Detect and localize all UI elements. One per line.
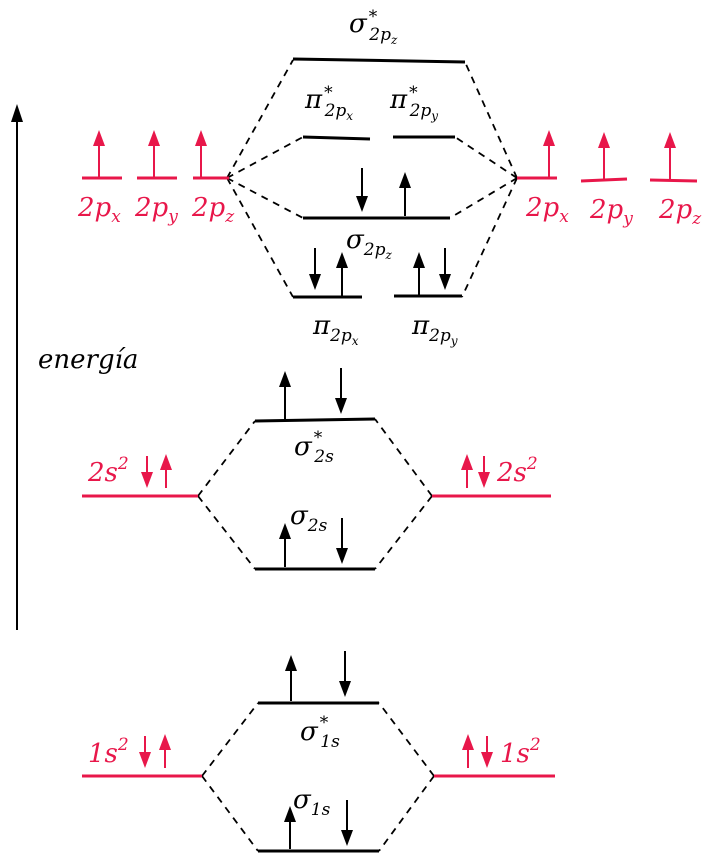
energy-axis: energía: [11, 104, 138, 630]
left-atom-labels: 2px 2py 2pz 2s2 1s2: [77, 193, 235, 769]
sigma-1s-electron-up-icon: [284, 806, 296, 822]
molecular-orbitals: [254, 57, 466, 853]
sigma-1s-star-electron-down-icon: [339, 681, 351, 697]
left-1s-label: 1s2: [88, 735, 129, 769]
left-2py-electron-up-icon: [148, 130, 160, 146]
left-2pz-electron-up-icon: [195, 130, 207, 146]
right-atom: [432, 130, 698, 778]
pi-2py-label: π2py: [411, 311, 458, 348]
right-2py-electron-up-icon: [598, 132, 610, 148]
left-2s-electron-down-icon: [141, 472, 153, 488]
right-2px-label: 2px: [525, 193, 569, 227]
right-2pz-electron-up-icon: [664, 132, 676, 148]
pi-2px-electron-down-icon: [309, 274, 321, 290]
left-2py-label: 2py: [134, 193, 178, 227]
sigma-2s-label: σ2s: [290, 501, 328, 536]
pi-2px-label: π2px: [312, 311, 359, 348]
sigma-1s-star-label: σ*1s: [300, 713, 340, 752]
sigma-2pz-label: σ2pz: [346, 225, 392, 262]
left-1s-electron-up-icon: [159, 734, 171, 750]
pi-2px-star-label: π*2px: [304, 83, 353, 123]
sigma-2s-star-electron-up-icon: [279, 371, 291, 387]
right-2s-electron-down-icon: [478, 472, 490, 488]
energy-axis-label: energía: [38, 345, 138, 375]
left-2px-electron-up-icon: [93, 130, 105, 146]
sigma-2pz-electron-up-icon: [399, 172, 411, 188]
left-atom: [82, 130, 229, 778]
pi-2py-star-label: π*2py: [389, 83, 438, 123]
right-2s-label: 2s2: [496, 454, 538, 488]
sigma-2s-star-electron-down-icon: [335, 398, 347, 414]
left-2s-electron-up-icon: [160, 454, 172, 470]
right-2s-electron-up-icon: [461, 454, 473, 470]
right-2px-electron-up-icon: [543, 130, 555, 146]
right-atom-labels: 2px 2py 2pz 2s2 1s2: [496, 193, 702, 769]
molecular-orbital-labels: σ*2pz π*2px π*2py σ2pz π2px π2py σ*2s σ2…: [290, 7, 458, 820]
pi-2px-star-level: [302, 135, 371, 141]
sigma-2s-star-level: [254, 417, 376, 423]
right-2pz-level: [649, 178, 698, 183]
connector-lines: [197, 59, 518, 852]
sigma-2pz-star-label: σ*2pz: [349, 7, 398, 47]
pi-2px-electron-up-icon: [336, 252, 348, 268]
sigma-1s-label: σ1s: [293, 785, 331, 820]
left-2px-label: 2px: [77, 193, 121, 227]
pi-2py-electron-down-icon: [439, 274, 451, 290]
right-2pz-label: 2pz: [658, 195, 702, 229]
sigma-2pz-electron-down-icon: [356, 196, 368, 212]
right-2py-label: 2py: [589, 195, 633, 229]
sigma-2s-star-label: σ*2s: [294, 428, 334, 467]
pi-2py-electron-up-icon: [413, 252, 425, 268]
right-1s-electron-up-icon: [462, 734, 474, 750]
right-1s-electron-down-icon: [481, 752, 493, 768]
left-2s-label: 2s2: [87, 454, 129, 488]
sigma-1s-electron-down-icon: [341, 830, 353, 846]
left-2pz-label: 2pz: [191, 193, 235, 227]
sigma-2s-electron-down-icon: [336, 548, 348, 564]
energy-axis-arrowhead-icon: [11, 104, 23, 122]
sigma-2pz-star-level: [292, 57, 466, 64]
right-1s-label: 1s2: [500, 735, 541, 769]
sigma-2s-electron-up-icon: [279, 523, 291, 539]
sigma-1s-star-electron-up-icon: [285, 655, 297, 671]
left-1s-electron-down-icon: [139, 752, 151, 768]
